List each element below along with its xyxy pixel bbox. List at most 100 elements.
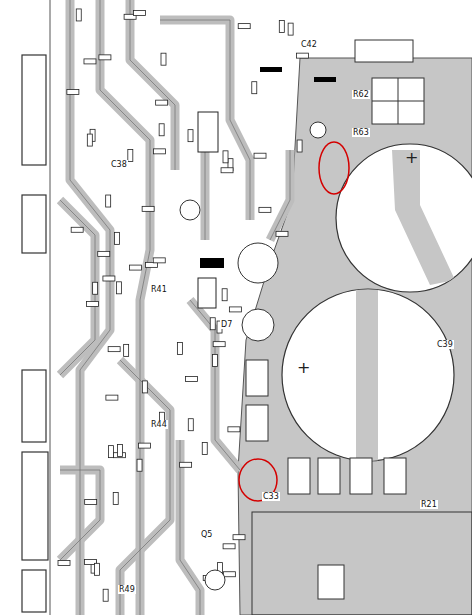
smd-component bbox=[58, 560, 70, 565]
smd-component bbox=[222, 289, 227, 301]
trace-outline bbox=[180, 440, 200, 615]
smd-component bbox=[223, 151, 228, 163]
smd-component bbox=[138, 443, 150, 448]
pad-block bbox=[355, 40, 424, 124]
smd-component bbox=[109, 446, 114, 458]
marker bbox=[314, 77, 336, 82]
resistor-array bbox=[246, 360, 406, 494]
copper-trace bbox=[130, 0, 175, 170]
smd-component bbox=[297, 53, 309, 58]
smd-component bbox=[213, 354, 218, 366]
part-label: Q5 bbox=[200, 530, 213, 539]
edge-connectors bbox=[22, 55, 48, 612]
smd-component bbox=[129, 265, 141, 270]
smd-component bbox=[137, 459, 142, 471]
trace-outline bbox=[60, 470, 100, 560]
copper-trace bbox=[180, 440, 200, 615]
smd-component bbox=[153, 258, 165, 263]
smd-component bbox=[223, 572, 235, 577]
smd-component bbox=[142, 381, 147, 393]
smd-component bbox=[116, 282, 121, 294]
copper-trace bbox=[190, 300, 240, 470]
smd-component bbox=[186, 376, 198, 381]
trace-outline bbox=[190, 300, 240, 470]
heatsink-outline bbox=[252, 512, 472, 615]
trace-outline bbox=[60, 200, 95, 375]
smd-component bbox=[108, 347, 120, 352]
smd-component bbox=[98, 251, 110, 256]
smd-component bbox=[154, 149, 166, 154]
round-component bbox=[180, 122, 326, 590]
smd-component bbox=[259, 207, 271, 212]
capacitor-polarity: + bbox=[296, 360, 311, 376]
marker bbox=[200, 258, 224, 268]
capacitor-polarity: + bbox=[404, 150, 419, 166]
smd-component bbox=[67, 90, 79, 95]
marker bbox=[260, 67, 282, 72]
smd-component bbox=[99, 55, 111, 60]
smd-component bbox=[188, 130, 193, 142]
part-label: C38 bbox=[110, 160, 128, 169]
part-label: C33 bbox=[262, 492, 280, 501]
electrolytic-capacitor bbox=[282, 289, 454, 462]
smd-component bbox=[124, 344, 129, 356]
smd-component bbox=[142, 206, 154, 211]
copper-trace bbox=[60, 200, 95, 375]
smd-component bbox=[252, 82, 257, 94]
smd-component bbox=[103, 276, 115, 281]
smd-component bbox=[85, 500, 97, 505]
smd-component bbox=[106, 195, 111, 207]
smd-component bbox=[276, 231, 288, 236]
smd-component bbox=[103, 589, 108, 601]
trace-outline bbox=[270, 150, 290, 240]
trace-outline bbox=[130, 0, 175, 170]
smd-component bbox=[288, 23, 293, 35]
copper-trace bbox=[120, 360, 170, 615]
smd-component bbox=[159, 124, 164, 136]
electrolytic-capacitor bbox=[336, 144, 472, 292]
part-label: R62 bbox=[352, 90, 370, 99]
smd-component bbox=[221, 168, 233, 173]
highlight-circle bbox=[319, 142, 349, 194]
copper-pour bbox=[238, 58, 472, 615]
copper-trace bbox=[270, 150, 290, 240]
part-label: D7 bbox=[220, 320, 233, 329]
smd-component bbox=[106, 395, 118, 400]
part-label: R49 bbox=[118, 585, 136, 594]
smd-component bbox=[238, 24, 250, 29]
smd-component bbox=[76, 9, 81, 21]
part-label: R63 bbox=[352, 128, 370, 137]
trace-outline bbox=[120, 360, 170, 615]
smd-component bbox=[133, 10, 145, 15]
part-label: C42 bbox=[300, 40, 318, 49]
smd-component bbox=[233, 535, 245, 540]
part-label: R21 bbox=[420, 500, 438, 509]
pcb-traces bbox=[60, 0, 290, 615]
part-label: R44 bbox=[150, 420, 168, 429]
smd-component bbox=[95, 563, 100, 575]
part-label: R41 bbox=[150, 285, 168, 294]
smd-component bbox=[177, 342, 182, 354]
smd-component bbox=[113, 493, 118, 505]
part-label: C39 bbox=[436, 340, 454, 349]
smd-component bbox=[279, 21, 284, 33]
ic-package bbox=[198, 278, 216, 308]
ic-package bbox=[198, 112, 218, 152]
copper-trace bbox=[100, 0, 150, 615]
smd-component bbox=[180, 462, 192, 467]
smd-component bbox=[71, 227, 83, 232]
smd-component bbox=[128, 149, 133, 161]
smd-component bbox=[161, 53, 166, 65]
smd-component bbox=[223, 544, 235, 549]
smd-component bbox=[84, 59, 96, 64]
smd-component bbox=[228, 427, 240, 432]
smd-component bbox=[118, 445, 123, 457]
smd-component bbox=[93, 282, 98, 294]
trace-outline bbox=[100, 0, 150, 615]
smd-component bbox=[86, 302, 98, 307]
smd-component bbox=[202, 442, 207, 454]
smd-component bbox=[114, 232, 119, 244]
smd-component bbox=[213, 342, 225, 347]
smd-component bbox=[254, 153, 266, 158]
